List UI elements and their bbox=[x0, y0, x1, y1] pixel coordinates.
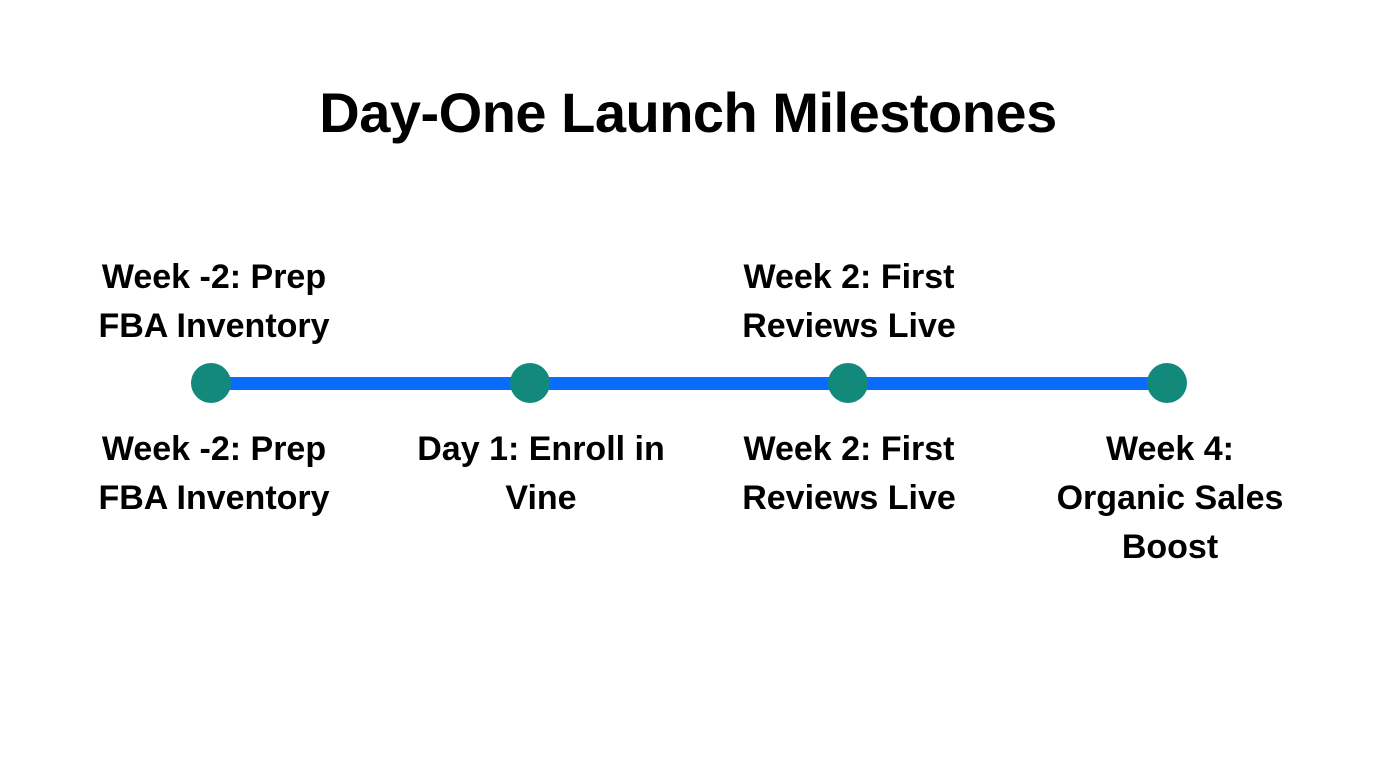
label-line: Boost bbox=[1121, 528, 1219, 566]
milestone-label-3: Week 2: First Reviews Live bbox=[699, 425, 999, 523]
label-line: Reviews Live bbox=[742, 307, 956, 345]
label-line: Vine bbox=[505, 479, 577, 517]
label-line: FBA Inventory bbox=[98, 479, 330, 517]
timeline-track bbox=[211, 377, 1167, 390]
page-title: Day-One Launch Milestones bbox=[319, 81, 1057, 144]
label-line: Day 1: Enroll in bbox=[417, 430, 665, 468]
label-line: Reviews Live bbox=[742, 479, 956, 517]
label-line: Week -2: Prep bbox=[101, 430, 327, 468]
milestone-node-2 bbox=[510, 363, 550, 403]
milestone-label-2: Day 1: Enroll in Vine bbox=[391, 425, 691, 523]
milestone-node-1 bbox=[191, 363, 231, 403]
above-label-3: Week 2: First Reviews Live bbox=[699, 253, 999, 351]
milestone-label-4: Week 4: Organic Sales Boost bbox=[1020, 425, 1320, 572]
label-line: FBA Inventory bbox=[98, 307, 330, 345]
milestone-node-4 bbox=[1147, 363, 1187, 403]
label-line: Week 2: First bbox=[743, 258, 955, 296]
label-line: Organic Sales bbox=[1056, 479, 1284, 517]
above-label-1: Week -2: Prep FBA Inventory bbox=[64, 253, 364, 351]
label-line: Week 2: First bbox=[743, 430, 955, 468]
milestone-label-1: Week -2: Prep FBA Inventory bbox=[64, 425, 364, 523]
label-line: Week -2: Prep bbox=[101, 258, 327, 296]
label-line: Week 4: bbox=[1106, 430, 1234, 468]
milestone-node-3 bbox=[828, 363, 868, 403]
